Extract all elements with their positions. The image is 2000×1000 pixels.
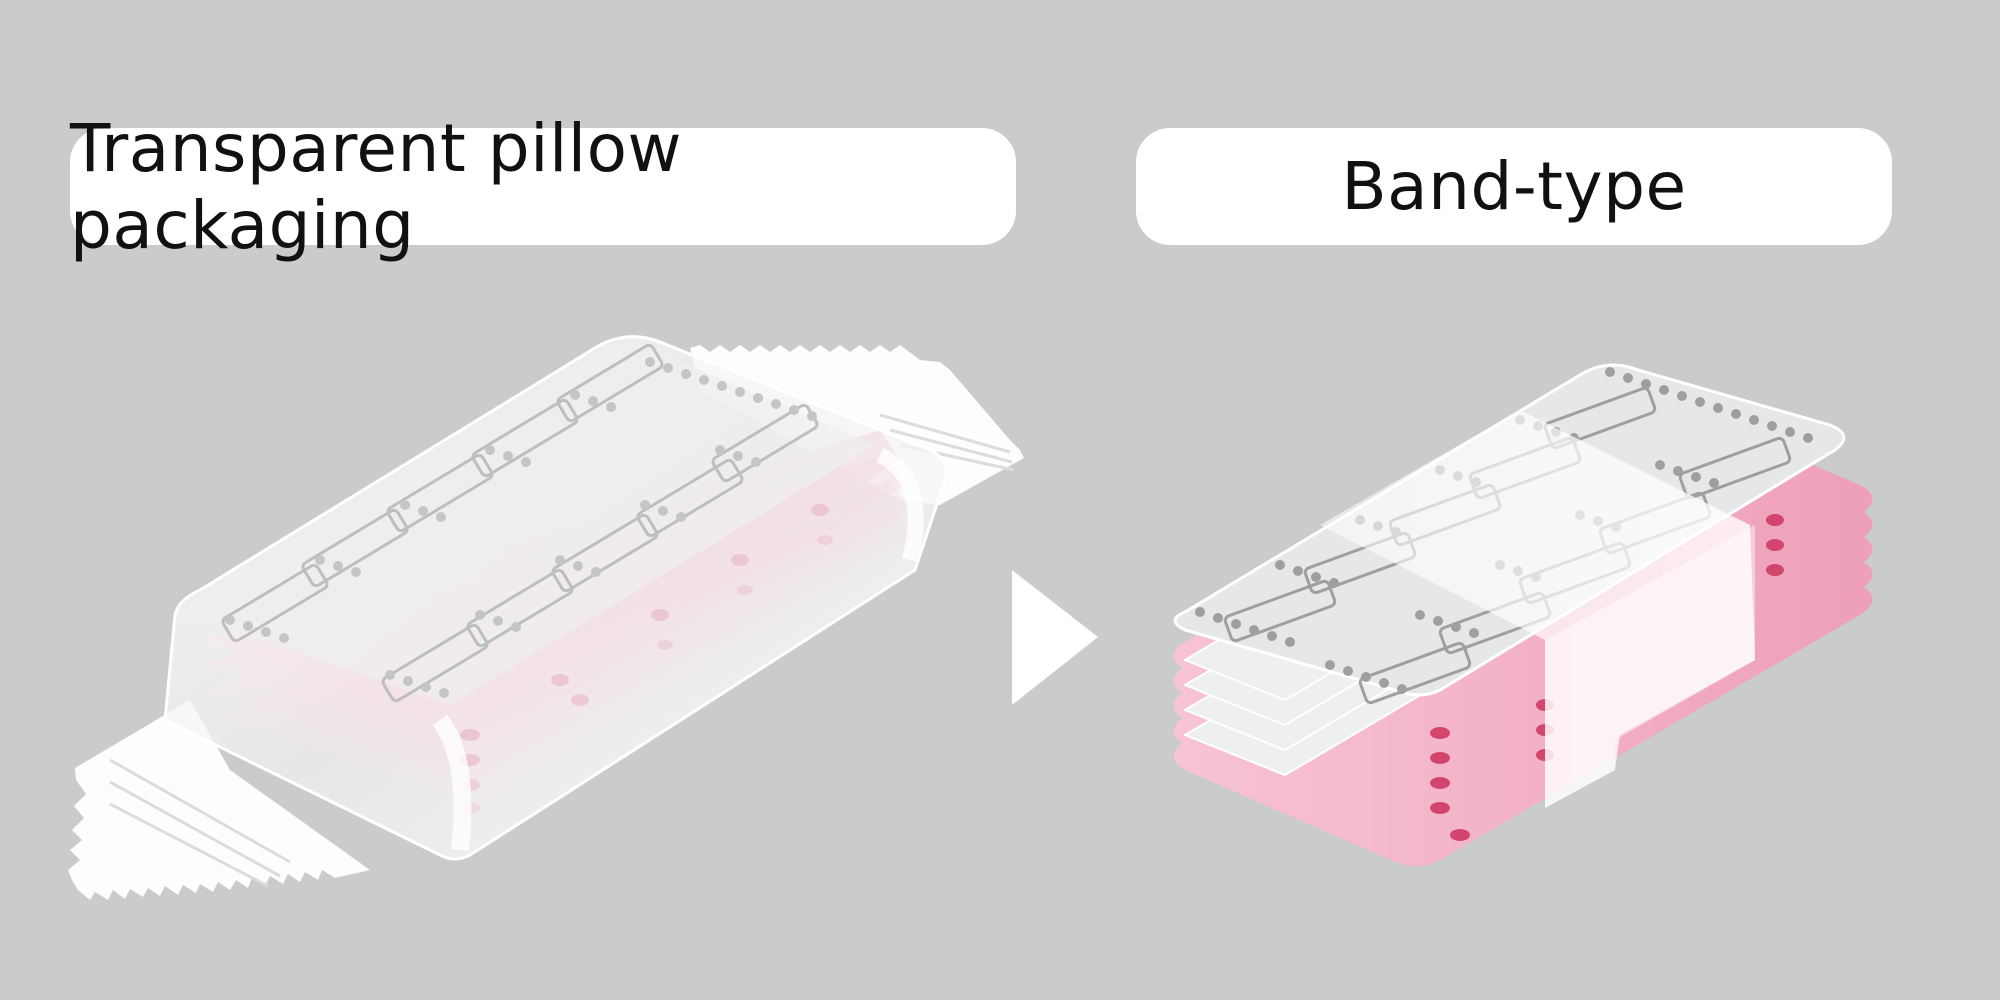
label-right-text: Band-type xyxy=(1341,148,1687,225)
pillow-package-illustration xyxy=(68,335,1024,900)
band-strip-front xyxy=(1545,525,1755,808)
pillow-film-highlight xyxy=(432,714,472,851)
pillow-seal-left-lines xyxy=(109,758,291,888)
label-transparent-pillow-packaging: Transparent pillow packaging xyxy=(70,110,1016,264)
label-band-type: Band-type xyxy=(1136,128,1892,245)
band-strip xyxy=(1320,410,1755,808)
pillow-top-face xyxy=(180,343,875,705)
band-type-illustration xyxy=(1173,363,1873,867)
pillow-seal-left xyxy=(68,700,370,900)
label-left-text: Transparent pillow packaging xyxy=(70,109,682,264)
pillow-film-highlight-right xyxy=(876,447,924,562)
play-triangle-icon xyxy=(1012,570,1098,705)
pillow-print-dots xyxy=(225,357,817,698)
